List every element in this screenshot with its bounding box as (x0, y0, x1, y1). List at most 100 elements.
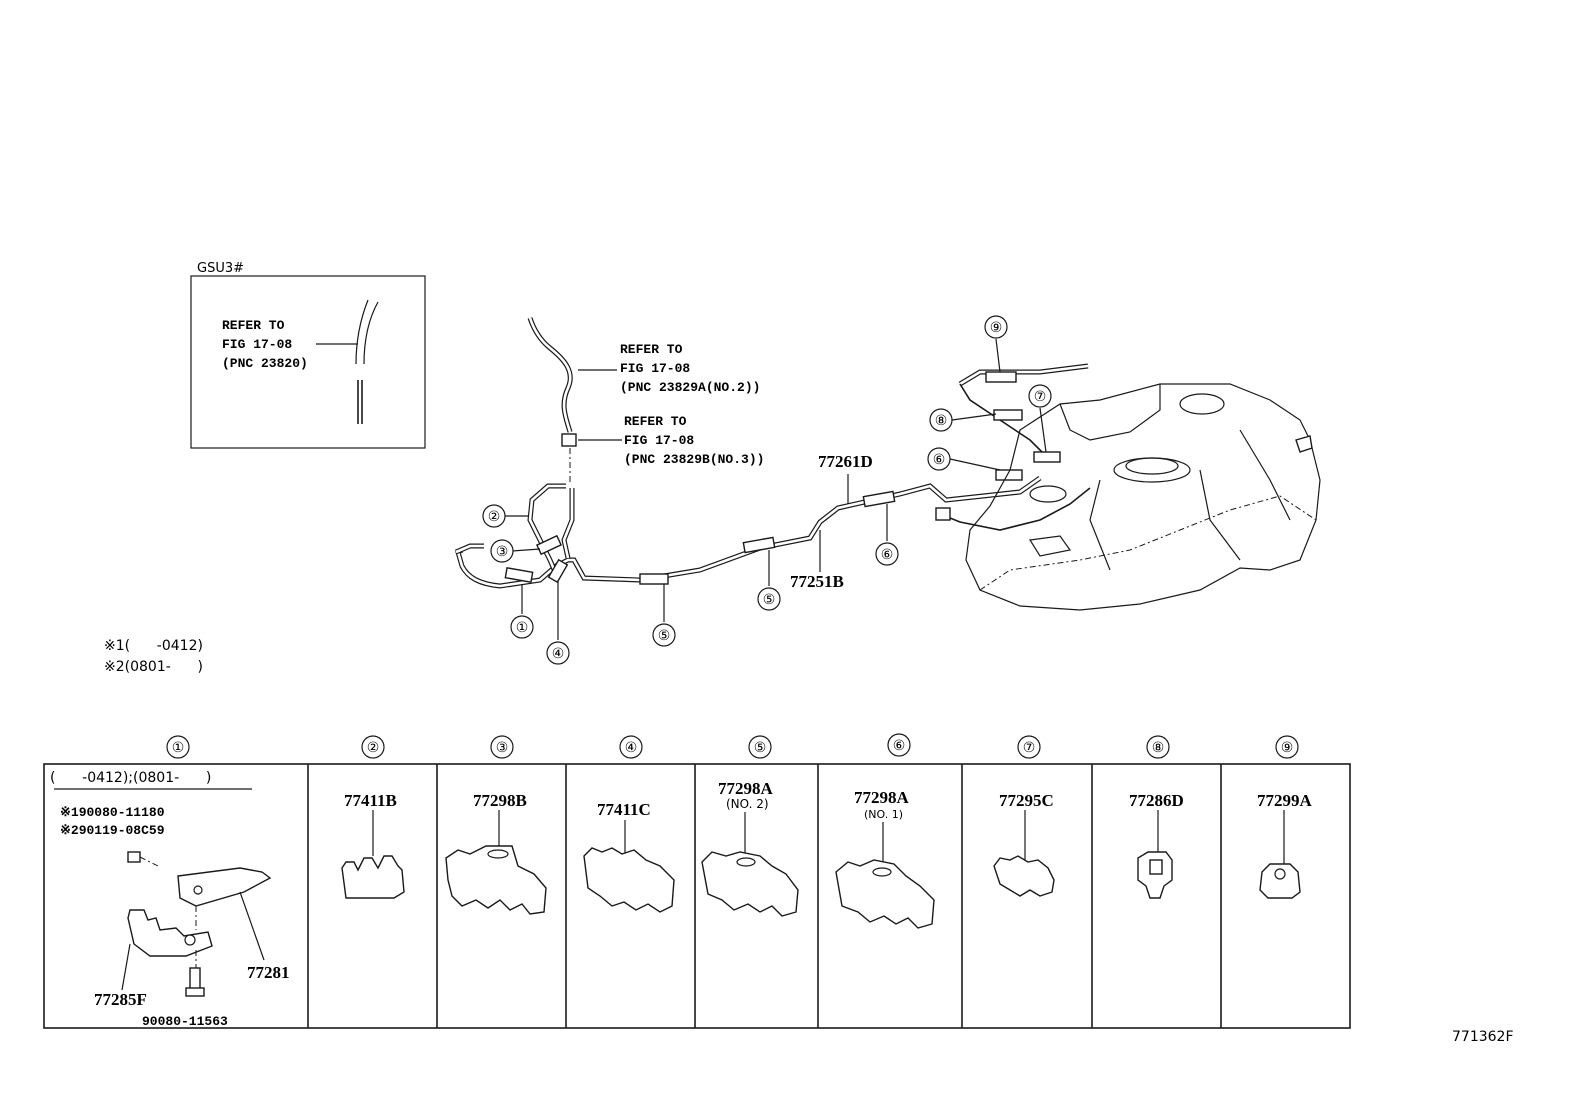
bolt-icon (127, 851, 161, 868)
refer-upper-line-1: REFER TO (620, 342, 683, 357)
callout-8-text: ⑧ (935, 413, 948, 429)
cell1-bracket-pn: 77281 (247, 963, 290, 982)
inset-refer-line-3: (PNC 23820) (222, 356, 308, 371)
fuel-tank-strap-recess (1028, 535, 1072, 557)
refer-upper-line-2: FIG 17-08 (620, 361, 690, 376)
cell6-pn: 77298A (854, 788, 910, 807)
fuel-tank-top-recess (1059, 384, 1161, 441)
refer-upper-line-3: (PNC 23829A(NO.2)) (620, 380, 760, 395)
clamp-77411b-icon (341, 855, 405, 899)
callout-9-circle (984, 315, 1008, 339)
clamp-6-on-line (862, 490, 896, 508)
clamp-4-on-line (547, 558, 569, 584)
label-77251b: 77251B (790, 572, 844, 591)
cell5-sub: (NO. 2) (726, 797, 769, 811)
callout-7-circle (1028, 384, 1052, 408)
table-cell-5: 77298A (NO. 2) (701, 779, 799, 917)
clamp-8-on-line (993, 409, 1023, 421)
inset-pipe (357, 380, 363, 424)
callout-2-circle (482, 504, 506, 528)
callout-6b-leader (949, 458, 1001, 471)
table-cell-8: 77286D (1129, 791, 1184, 899)
callout-9-text: ⑨ (990, 320, 1003, 336)
callout-9-leader (995, 338, 1001, 373)
callout-4-text: ④ (552, 646, 565, 662)
callout-6b-text: ⑥ (933, 452, 946, 468)
cell1-note-1: ※190080-11180 (60, 805, 165, 820)
main-assembly: REFER TO FIG 17-08 (PNC 23829A(NO.2)) RE… (104, 315, 1321, 675)
bracket-77281 (177, 867, 272, 907)
clamp-9-on-line (985, 371, 1017, 383)
footnote-1: ※1( -0412) (104, 638, 203, 654)
callout-5b-text: ⑤ (763, 592, 776, 608)
fuel-line-tank-feed (939, 487, 1091, 531)
table-header-8: ⑧ (1152, 740, 1165, 756)
fuel-line-main (455, 475, 1042, 589)
callout-6b-circle (927, 447, 951, 471)
refer-lower-line-2: FIG 17-08 (624, 433, 694, 448)
clamp-5b-on-line (742, 536, 776, 554)
callout-3-circle (490, 539, 514, 563)
cell2-pn: 77411B (344, 791, 397, 810)
fuel-tank-sub-cap (1029, 485, 1067, 503)
table-header-7: ⑦ (1023, 740, 1036, 756)
clamp-77285f (127, 909, 213, 957)
clamp-77298a-no2-icon (701, 851, 799, 917)
cell1-bolt-pn: 90080-11563 (142, 1014, 228, 1029)
table-headers: ① ② ③ ④ ⑤ ⑥ ⑦ ⑧ ⑨ (166, 733, 1299, 759)
parts-table: ① ② ③ ④ ⑤ ⑥ ⑦ ⑧ ⑨ ( (43, 733, 1351, 1029)
cell4-pn: 77411C (597, 800, 651, 819)
callout-5b-circle (757, 587, 781, 611)
clamp-6b-on-line (995, 469, 1023, 481)
callout-2-text: ② (488, 509, 501, 525)
inset-refer-line-2: FIG 17-08 (222, 337, 292, 352)
table-header-3: ③ (496, 740, 509, 756)
table-frame (43, 763, 1351, 1029)
cell8-pn: 77286D (1129, 791, 1184, 810)
table-header-4: ④ (625, 740, 638, 756)
table-cell-6: 77298A (NO. 1) (835, 788, 935, 929)
clamp-77298a-no1-icon (835, 859, 935, 929)
inset-frame (190, 275, 426, 449)
clamp-leader (121, 943, 131, 991)
cell6-sub: (NO. 1) (864, 808, 903, 821)
line-connector (935, 507, 951, 521)
cell5-pn: 77298A (718, 779, 774, 798)
callout-1-circle (510, 615, 534, 639)
callout-7-text: ⑦ (1034, 389, 1047, 405)
clamp-77411c-icon (583, 847, 675, 913)
callout-3-leader (511, 548, 541, 552)
callout-4-circle (546, 641, 570, 665)
clamp-77298b-icon (445, 845, 547, 915)
cell7-pn: 77295C (999, 791, 1054, 810)
hose-clamp (561, 433, 577, 447)
table-header-6: ⑥ (893, 738, 906, 754)
label-77261d: 77261D (818, 452, 873, 471)
callout-8-leader (951, 413, 997, 421)
cell9-pn: 77299A (1257, 791, 1313, 810)
fuel-tank-filler-ring (1179, 393, 1225, 415)
table-cell-9: 77299A (1257, 791, 1313, 899)
table-header-5: ⑤ (754, 740, 767, 756)
callout-5a-text: ⑤ (658, 628, 671, 644)
table-header-9: ⑨ (1281, 740, 1294, 756)
bracket-leader (239, 891, 265, 961)
fuel-pump-ring (1113, 457, 1191, 483)
inset-model-label: GSU3# (197, 261, 244, 276)
fuel-tank-ribs (1089, 429, 1291, 571)
fuel-pump-cap (1125, 457, 1179, 475)
callout-6-text: ⑥ (881, 547, 894, 563)
callout-6-circle (875, 542, 899, 566)
cell1-clamp-pn: 77285F (94, 990, 147, 1009)
inset-refer-line-1: REFER TO (222, 318, 285, 333)
callout-1-text: ① (516, 620, 529, 636)
clamp-7-on-line (1033, 451, 1061, 463)
callout-3-text: ③ (496, 544, 509, 560)
footnote-2: ※2(0801- ) (104, 659, 203, 675)
callout-5a-circle (652, 623, 676, 647)
refer-lower-line-1: REFER TO (624, 414, 687, 429)
table-header-2: ② (367, 740, 380, 756)
inset-panel: GSU3# REFER TO FIG 17-08 (PNC 23820) (190, 261, 426, 449)
